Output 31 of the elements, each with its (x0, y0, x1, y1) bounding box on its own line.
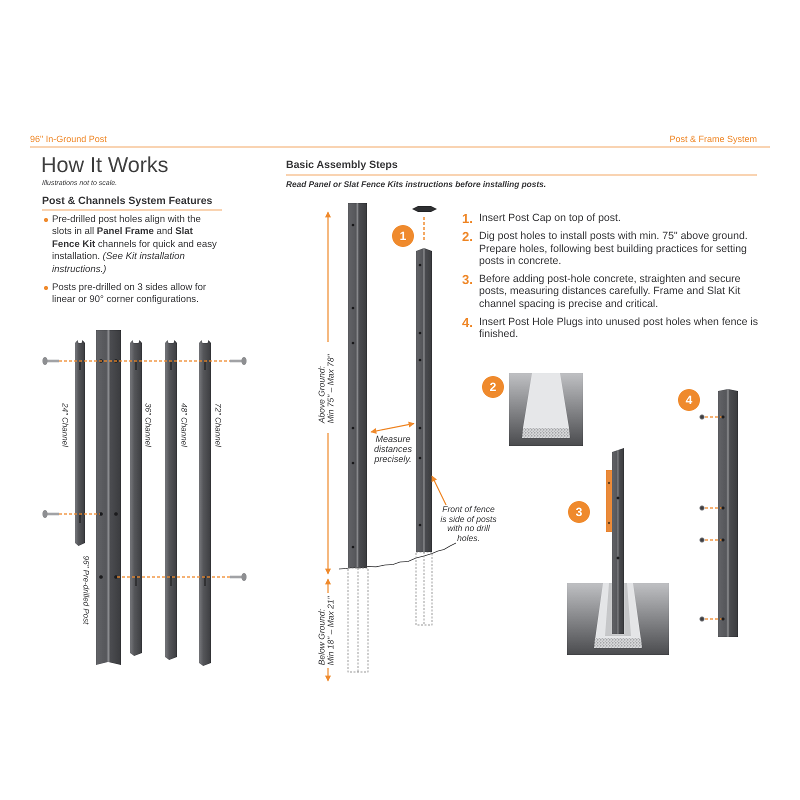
step-number: 4. (462, 316, 474, 329)
step-text: Insert Post Hole Plugs into unused post holes when fence is finished. (479, 316, 758, 341)
part-label: 36" Channel (143, 403, 153, 447)
step-text: Dig post holes to install posts with min. 75" above ground. Prepare holes, following best building practices for setting posts in concrete. (479, 230, 749, 268)
fence-post (416, 248, 432, 552)
step-number: 1. (462, 212, 474, 225)
bullet-text: Pre-drilled post holes align with the slots in all Panel Frame and Slat Fence Kit channels for quick and easy installation. (See Kit installation instructions.) (52, 214, 218, 276)
page-header: Post & Frame System (669, 134, 757, 144)
callout-number: 2 (482, 376, 504, 398)
part-label: 72" Channel (213, 403, 223, 447)
part-label: 24" Channel (60, 403, 70, 447)
dimension-label: Below Ground: Min 18" – Max 21" (318, 595, 336, 666)
part-label: 96" Pre-drilled Post (81, 556, 91, 624)
page-subtitle: 96" In-Ground Post (30, 134, 107, 144)
page-title: How It Works (41, 153, 168, 178)
dimension-label: Above Ground: Min 75" – Max 78" (318, 353, 336, 424)
bullet-text: Posts pre-drilled on 3 sides allow for linear or 90° corner configurations. (52, 282, 208, 307)
section-heading: Basic Assembly Steps (286, 159, 398, 172)
step-text: Insert Post Cap on top of post. (479, 212, 622, 225)
step-number: 2. (462, 230, 474, 243)
section-heading: Post & Channels System Features (42, 195, 212, 208)
instruction-note: Read Panel or Slat Fence Kits instructions before installing posts. (286, 180, 546, 190)
callout-number: 1 (392, 225, 414, 247)
callout-text: Measure distances precisely. (372, 435, 414, 465)
step-number: 3. (462, 272, 474, 286)
callout-number: 3 (568, 501, 590, 523)
part-label: 48" Channel (179, 403, 189, 447)
leader-arrow (431, 475, 447, 506)
step-text: Before adding post-hole concrete, straighten and secure posts, measuring distances carefully. Frame and Slat Kit channel spacing is precise and critical. (479, 272, 742, 311)
callout-number: 4 (678, 389, 700, 411)
callout-text: Front of fence is side of posts with no drill holes. (439, 505, 498, 544)
